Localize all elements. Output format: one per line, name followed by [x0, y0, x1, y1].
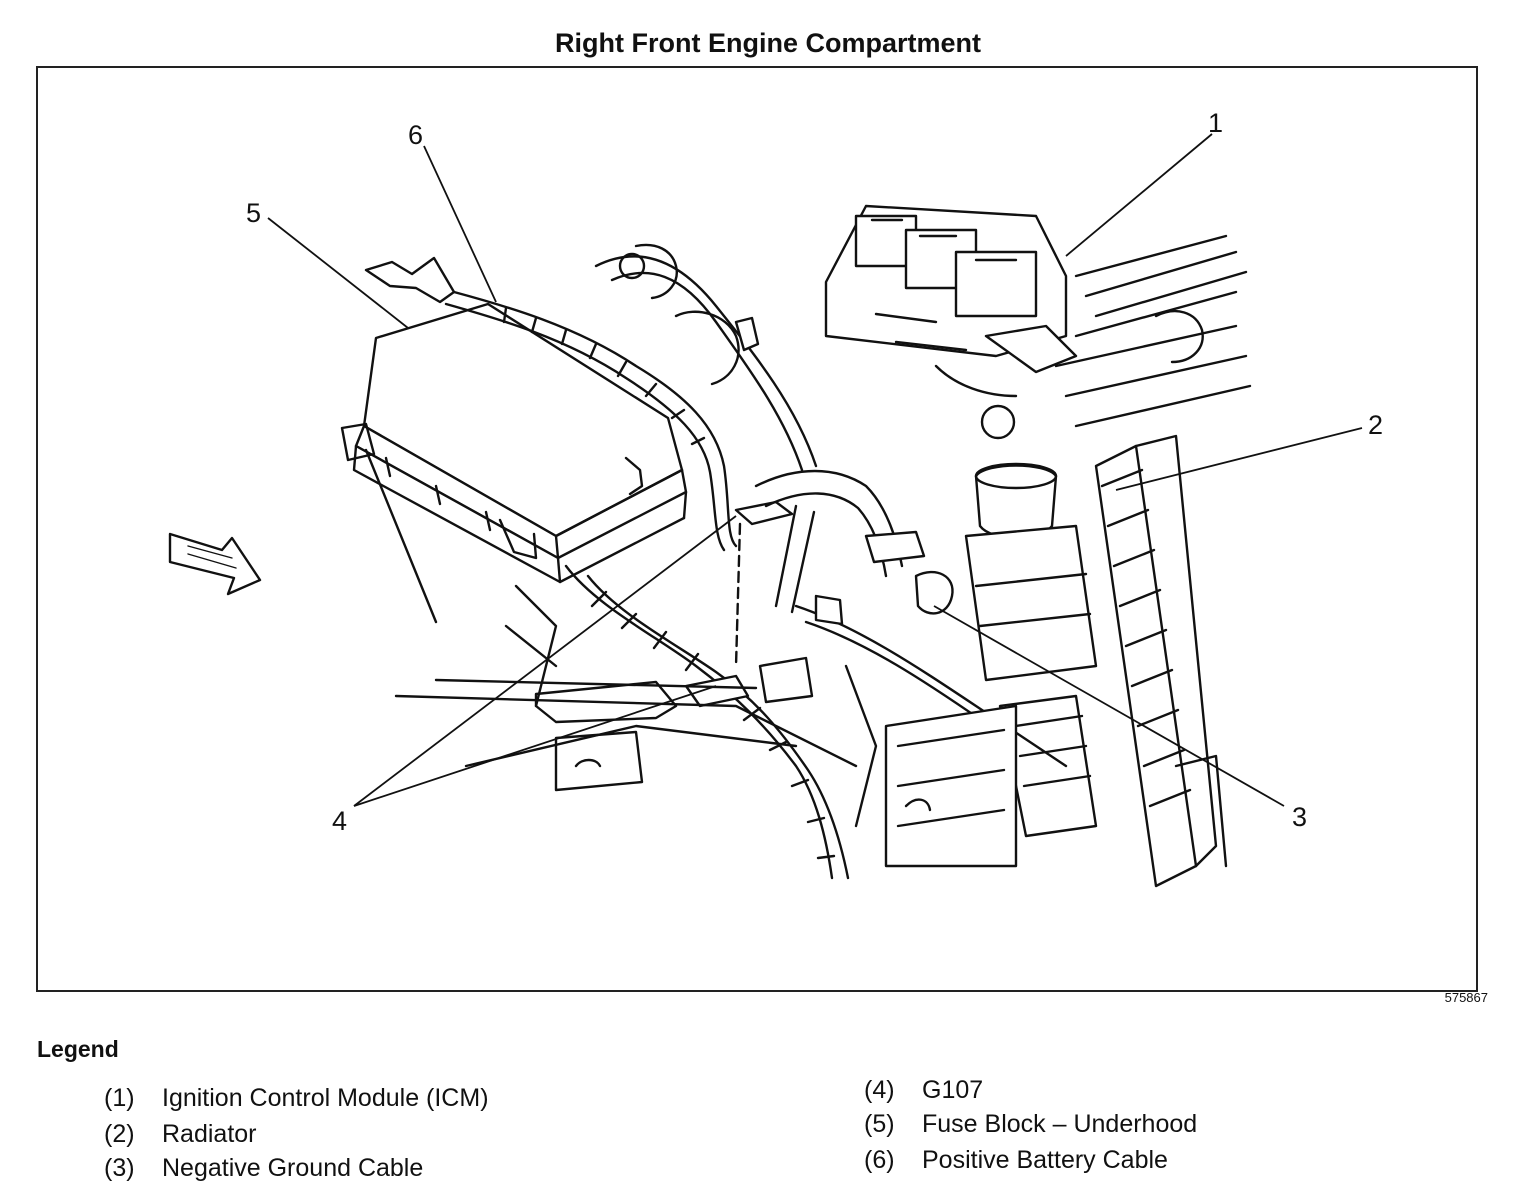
ignition-control-module — [824, 204, 1248, 374]
legend-item: (2) Radiator — [104, 1120, 257, 1149]
legend-item: (5) Fuse Block – Underhood — [864, 1110, 1197, 1139]
leader-line-3 — [933, 605, 1285, 807]
legend-item-number: (4) — [864, 1076, 895, 1104]
callout-1: 1 — [1208, 108, 1224, 138]
illustration-frame — [36, 66, 1478, 992]
callout-4: 4 — [332, 806, 348, 836]
legend-item-label: Positive Battery Cable — [922, 1146, 1168, 1174]
legend-item: (4) G107 — [864, 1076, 983, 1105]
positive-battery-cable — [364, 256, 738, 552]
fuse-block — [340, 302, 688, 624]
coolant-reservoir — [964, 462, 1098, 838]
leader-line-2 — [1115, 427, 1363, 491]
leader-line-5 — [267, 217, 409, 329]
legend-item-label: G107 — [922, 1076, 984, 1104]
legend-heading: Legend — [37, 1036, 119, 1062]
upper-hoses — [594, 243, 926, 614]
leader-line-6 — [423, 145, 497, 303]
legend-item: (6) Positive Battery Cable — [864, 1146, 1168, 1175]
radiator — [1094, 434, 1218, 888]
legend-item-number: (5) — [864, 1110, 895, 1138]
legend-item-label: Fuse Block – Underhood — [922, 1110, 1198, 1138]
engine-compartment-illustration — [168, 133, 1363, 888]
diagram-title: Right Front Engine Compartment — [555, 28, 981, 58]
leader-line-4a — [353, 515, 737, 807]
legend-item-number: (2) — [104, 1120, 135, 1148]
front-arrow-icon — [168, 532, 262, 596]
negative-ground-cable — [794, 570, 1068, 768]
fender-structure — [394, 584, 1228, 868]
legend-item: (1) Ignition Control Module (ICM) — [104, 1084, 489, 1113]
legend-item-label: Ignition Control Module (ICM) — [162, 1084, 489, 1112]
legend-item-label: Negative Ground Cable — [162, 1154, 424, 1182]
engine-right-side — [934, 310, 1252, 440]
leader-lines — [267, 133, 1363, 807]
callout-3: 3 — [1292, 802, 1308, 832]
leader-line-1 — [1065, 133, 1213, 257]
leader-line-4b — [353, 685, 717, 807]
legend-item: (3) Negative Ground Cable — [104, 1154, 423, 1183]
figure-number: 575867 — [1444, 990, 1488, 1005]
legend-item-label: Radiator — [162, 1120, 257, 1148]
legend-item-number: (6) — [864, 1146, 895, 1174]
callout-2: 2 — [1368, 410, 1384, 440]
callout-5: 5 — [246, 198, 262, 228]
ground-stud-bracket — [534, 500, 814, 792]
legend-item-number: (1) — [104, 1084, 135, 1112]
legend-item-number: (3) — [104, 1154, 135, 1182]
callout-6: 6 — [408, 120, 424, 150]
